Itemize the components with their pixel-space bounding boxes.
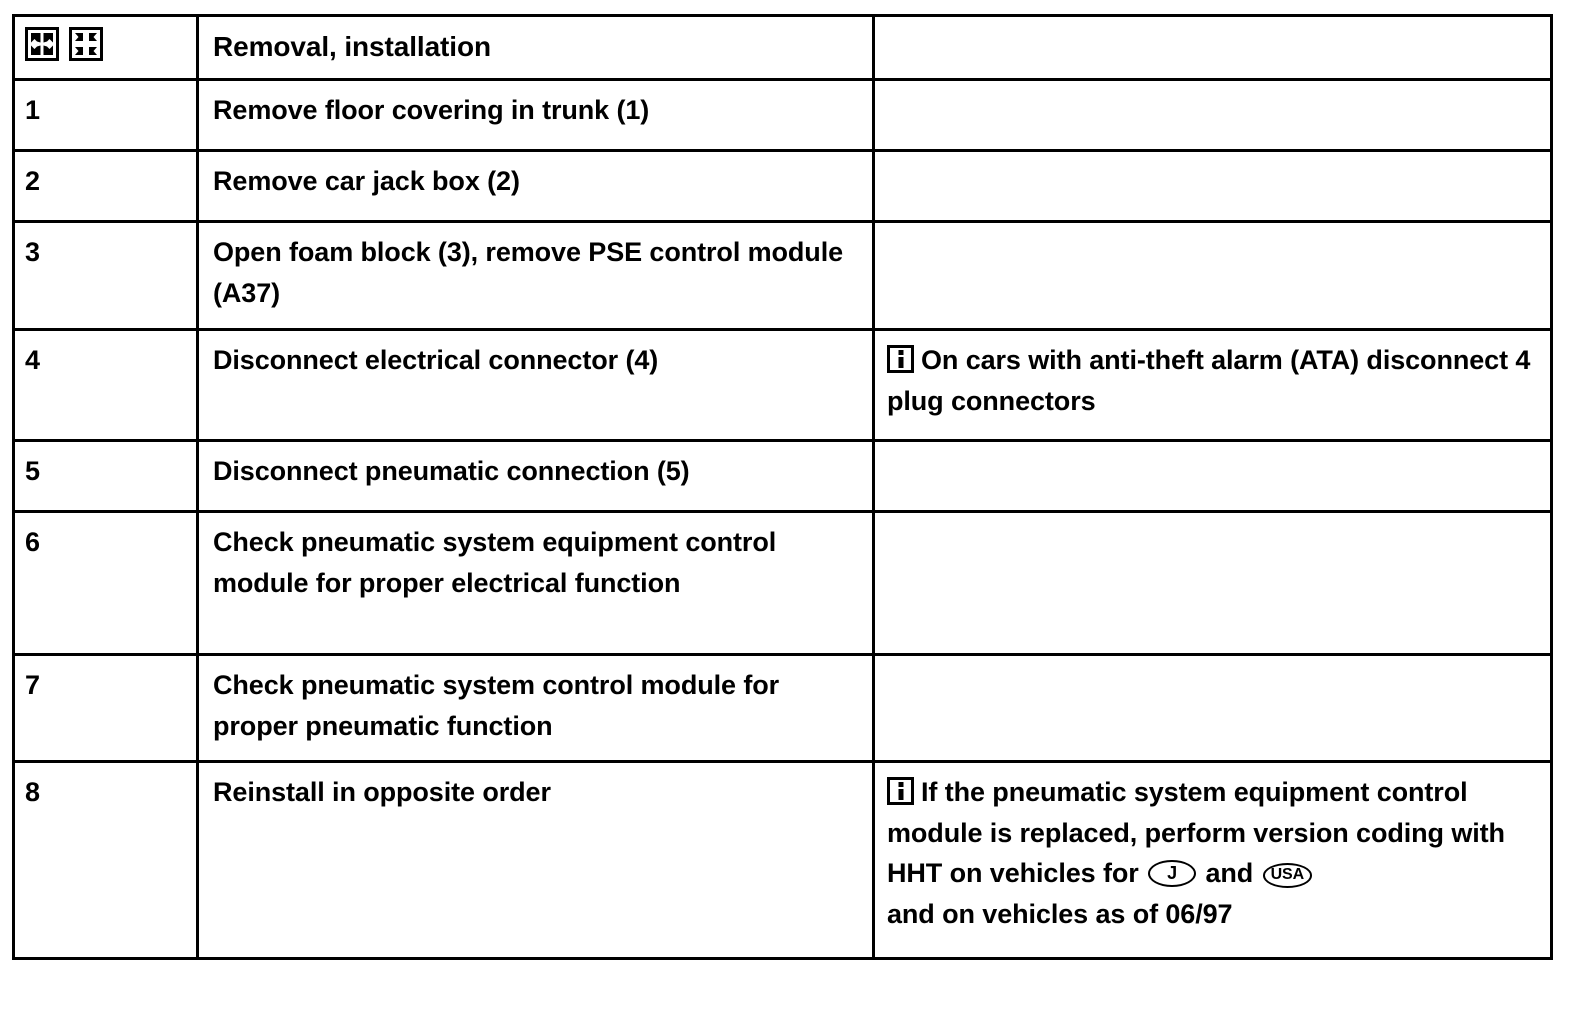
- step-number-cell: 3: [12, 220, 199, 331]
- step-number: 6: [25, 527, 41, 557]
- header-operation-cell: Removal, installation: [196, 14, 875, 81]
- note-text: [875, 152, 1550, 171]
- step-number: 7: [25, 670, 41, 700]
- note-cell: [872, 220, 1553, 331]
- operation-cell: Disconnect pneumatic connection (5): [196, 439, 875, 513]
- operation-cell: Check pneumatic system control module fo…: [196, 653, 875, 763]
- step-number: 5: [25, 456, 41, 486]
- note-cell: [872, 510, 1553, 656]
- note-cell: [872, 149, 1553, 223]
- note-cell: If the pneumatic system equipment contro…: [872, 760, 1553, 960]
- note-text-part-2: and: [1198, 858, 1261, 888]
- header-notes-label: [875, 17, 1550, 36]
- table-row: 7 Check pneumatic system control module …: [12, 653, 1553, 763]
- step-number-cell: 4: [12, 328, 199, 442]
- table-row: 2 Remove car jack box (2): [12, 149, 1553, 223]
- step-number: 8: [25, 777, 41, 807]
- note-text-part-3: and on vehicles as of 06/97: [887, 898, 1233, 929]
- operation-text: Disconnect pneumatic connection (5): [213, 456, 690, 486]
- table-row: 3 Open foam block (3), remove PSE contro…: [12, 220, 1553, 331]
- step-number: 4: [25, 345, 41, 375]
- info-icon: [887, 345, 914, 373]
- note-text: [875, 223, 1550, 242]
- operation-cell: Remove car jack box (2): [196, 149, 875, 223]
- note-block: On cars with anti-theft alarm (ATA) disc…: [875, 331, 1550, 431]
- note-text: [875, 656, 1550, 675]
- operation-text: Remove floor covering in trunk (1): [213, 95, 650, 125]
- table-row: 4 Disconnect electrical connector (4) On…: [12, 328, 1553, 442]
- step-number: 1: [25, 95, 41, 125]
- step-number-cell: 1: [12, 78, 199, 152]
- country-code-japan-icon: J: [1148, 860, 1197, 888]
- removal-symbol-icon: [25, 27, 59, 61]
- step-number-cell: 7: [12, 653, 199, 763]
- table-row: 1 Remove floor covering in trunk (1): [12, 78, 1553, 152]
- table-row: 5 Disconnect pneumatic connection (5): [12, 439, 1553, 513]
- country-code-usa-icon: USA: [1262, 863, 1313, 888]
- note-text: [875, 442, 1550, 461]
- note-block: If the pneumatic system equipment contro…: [875, 763, 1550, 944]
- table-header-row: Removal, installation: [12, 14, 1553, 81]
- header-operation-label: Removal, installation: [213, 31, 491, 62]
- table-row: 6 Check pneumatic system equipment contr…: [12, 510, 1553, 656]
- note-text-part-1: If the pneumatic system equipment contro…: [887, 777, 1505, 888]
- header-symbols-cell: [12, 14, 199, 81]
- operation-text: Check pneumatic system equipment control…: [213, 527, 777, 598]
- step-number-cell: 5: [12, 439, 199, 513]
- header-notes-cell: [872, 14, 1553, 81]
- step-number-cell: 6: [12, 510, 199, 656]
- step-number: 3: [25, 237, 41, 267]
- operation-cell: Open foam block (3), remove PSE control …: [196, 220, 875, 331]
- note-text: On cars with anti-theft alarm (ATA) disc…: [887, 345, 1531, 416]
- operation-cell: Reinstall in opposite order: [196, 760, 875, 960]
- operation-text: Check pneumatic system control module fo…: [213, 670, 780, 741]
- note-cell: [872, 78, 1553, 152]
- step-number: 2: [25, 166, 41, 196]
- installation-symbol-icon: [69, 27, 103, 61]
- table-row: 8 Reinstall in opposite order If the pne…: [12, 760, 1553, 960]
- operation-text: Disconnect electrical connector (4): [213, 345, 659, 375]
- note-cell: [872, 653, 1553, 763]
- operation-cell: Disconnect electrical connector (4): [196, 328, 875, 442]
- note-cell: [872, 439, 1553, 513]
- info-icon: [887, 777, 914, 805]
- operation-text: Open foam block (3), remove PSE control …: [213, 237, 844, 308]
- operation-cell: Check pneumatic system equipment control…: [196, 510, 875, 656]
- note-text: [875, 81, 1550, 100]
- operation-cell: Remove floor covering in trunk (1): [196, 78, 875, 152]
- note-cell: On cars with anti-theft alarm (ATA) disc…: [872, 328, 1553, 442]
- note-text: [875, 513, 1550, 532]
- operation-text: Remove car jack box (2): [213, 166, 520, 196]
- header-symbol-group: [15, 17, 196, 61]
- operation-text: Reinstall in opposite order: [213, 777, 551, 807]
- step-number-cell: 2: [12, 149, 199, 223]
- removal-installation-procedure-table: Removal, installation 1 Remove floor cov…: [12, 14, 1553, 960]
- step-number-cell: 8: [12, 760, 199, 960]
